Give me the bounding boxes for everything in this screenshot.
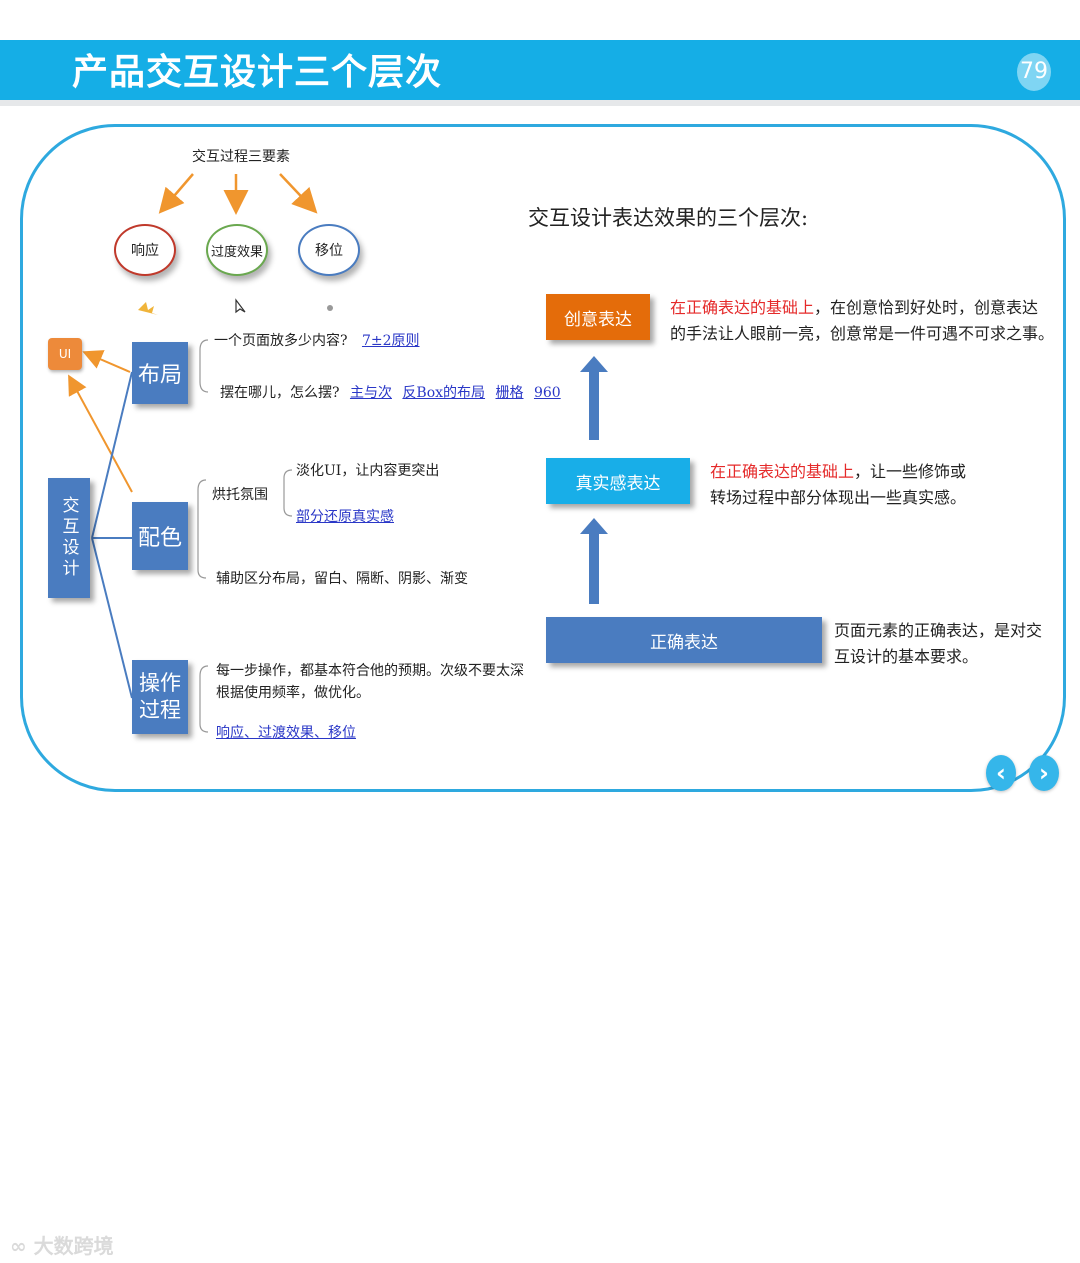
content-frame bbox=[20, 124, 1066, 792]
circle-transition-effect: 过度效果 bbox=[206, 224, 268, 276]
ui-badge: UI bbox=[48, 338, 82, 370]
level-correct-expression: 正确表达 bbox=[546, 617, 822, 663]
watermark-text: 大数跨境 bbox=[33, 1234, 114, 1258]
page-title: 产品交互设计三个层次 bbox=[72, 52, 443, 93]
creative-desc-text1: ，在创意恰到好处时，创意表达 bbox=[814, 298, 1039, 317]
correct-desc-line1: 页面元素的正确表达，是对交 bbox=[834, 621, 1043, 640]
branch-color: 配色 bbox=[132, 502, 188, 570]
link-960[interactable]: 960 bbox=[533, 385, 561, 401]
page-number-badge: 79 bbox=[1017, 53, 1051, 91]
creative-desc-line1: 在正确表达的基础上，在创意恰到好处时，创意表达 bbox=[670, 294, 1038, 318]
bracket-process bbox=[199, 665, 209, 733]
process-line2: 根据使用频率，做优化。 bbox=[216, 685, 370, 701]
layout-where-text: 摆在哪儿，怎么摆? bbox=[220, 385, 340, 401]
branch-layout: 布局 bbox=[132, 342, 188, 404]
color-item-auxiliary: 辅助区分布局，留白、隔断、阴影、渐变 bbox=[216, 571, 468, 587]
link-response-transition-shift[interactable]: 响应、过渡效果、移位 bbox=[216, 725, 356, 741]
cursor-icon bbox=[235, 298, 246, 314]
watermark: ∞ 大数跨境 bbox=[10, 1230, 114, 1259]
realism-desc-line1: 在正确表达的基础上，让一些修饰或 bbox=[710, 458, 966, 482]
link-grid[interactable]: 栅格 bbox=[495, 385, 524, 401]
circle-response: 响应 bbox=[114, 224, 176, 276]
up-arrow-shaft-bottom bbox=[589, 532, 599, 604]
up-arrow-head-top bbox=[580, 356, 608, 372]
process-line1: 每一步操作，都基本符合他的预期。次级不要太深 bbox=[216, 663, 524, 679]
link-partial-realism[interactable]: 部分还原真实感 bbox=[296, 509, 394, 525]
line-root-layout bbox=[91, 371, 133, 539]
layout-question-text: 一个页面放多少内容? bbox=[214, 333, 348, 349]
branch-operation-process: 操作过程 bbox=[132, 660, 188, 734]
arrow-layout-to-ui bbox=[82, 350, 131, 373]
arrow-to-shift bbox=[279, 173, 318, 214]
next-slide-button[interactable]: › bbox=[1029, 755, 1059, 791]
levels-title: 交互设计表达效果的三个层次: bbox=[528, 206, 809, 230]
line-root-process bbox=[91, 537, 133, 699]
elements-title: 交互过程三要素 bbox=[192, 149, 290, 165]
realism-desc-text1: ，让一些修饰或 bbox=[854, 462, 967, 481]
bracket-color bbox=[197, 479, 207, 579]
realism-desc-line2: 转场过程中部分体现出一些真实感。 bbox=[710, 488, 967, 507]
bracket-atmosphere bbox=[283, 469, 293, 517]
link-anti-box-layout[interactable]: 反Box的布局 bbox=[402, 385, 486, 401]
up-arrow-shaft-top bbox=[589, 370, 599, 440]
title-bar-shadow bbox=[0, 100, 1080, 106]
color-atmosphere-label: 烘托氛围 bbox=[212, 487, 268, 503]
up-arrow-head-bottom bbox=[580, 518, 608, 534]
layout-line1: 一个页面放多少内容? 7±2原则 bbox=[214, 330, 420, 350]
watermark-logo-icon: ∞ bbox=[10, 1234, 34, 1258]
realism-red-text: 在正确表达的基础上 bbox=[710, 462, 855, 481]
level-realism-expression: 真实感表达 bbox=[546, 458, 690, 504]
arrow-color-to-ui bbox=[68, 374, 133, 493]
creative-red-text: 在正确表达的基础上 bbox=[670, 298, 815, 317]
link-primary-secondary[interactable]: 主与次 bbox=[349, 385, 392, 401]
link-7-plus-minus-2[interactable]: 7±2原则 bbox=[361, 333, 420, 349]
arrow-to-response bbox=[158, 173, 194, 214]
connectors bbox=[68, 173, 608, 733]
circle-shift: 移位 bbox=[298, 224, 360, 276]
move-icon bbox=[327, 305, 333, 311]
level-creative-expression: 创意表达 bbox=[546, 294, 650, 340]
color-item-fade-ui: 淡化UI，让内容更突出 bbox=[296, 463, 440, 479]
title-bar bbox=[0, 40, 1080, 102]
bracket-layout bbox=[199, 339, 209, 393]
burst-icon bbox=[138, 302, 158, 315]
prev-slide-button[interactable]: ‹ bbox=[986, 755, 1016, 791]
layout-line2: 摆在哪儿，怎么摆? 主与次 反Box的布局 栅格 960 bbox=[220, 382, 561, 402]
creative-desc-line2: 的手法让人眼前一亮，创意常是一件可遇不可求之事。 bbox=[670, 324, 1055, 343]
root-node-interaction-design: 交互设计 bbox=[48, 478, 90, 598]
correct-desc-line2: 互设计的基本要求。 bbox=[834, 647, 979, 666]
